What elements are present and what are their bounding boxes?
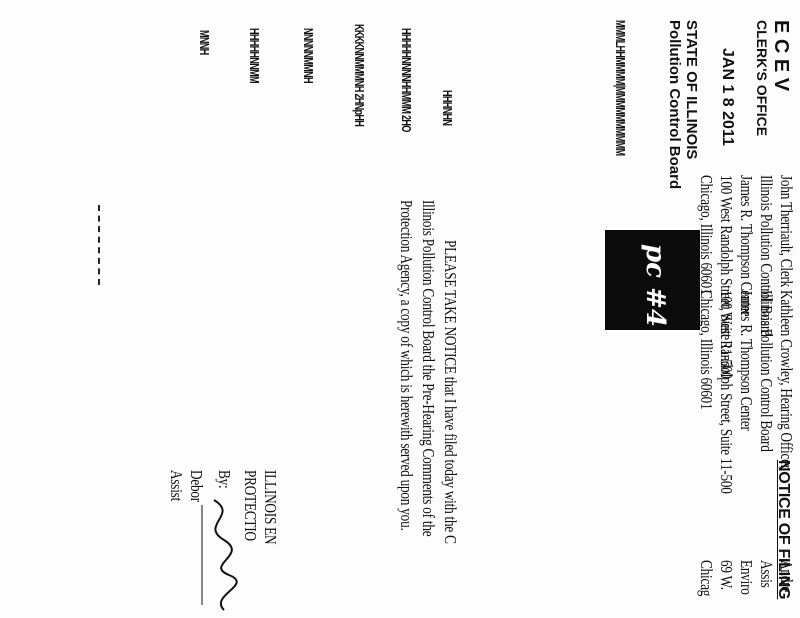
stamp-office: CLERK'S OFFICE xyxy=(754,20,770,137)
addressee-line: Illinois Pollution Control Board xyxy=(757,290,776,452)
addressee-line: John Therriault, Clerk xyxy=(777,175,796,288)
signature-scribble xyxy=(201,499,238,611)
right-column-line: Enviro xyxy=(737,560,756,595)
notice-line: PLEASE TAKE NOTICE that I have filed tod… xyxy=(441,240,460,544)
stamp-state: STATE OF ILLINOIS xyxy=(683,20,700,160)
handwritten-note: pc #4 xyxy=(640,244,670,327)
right-column-line: Chicag xyxy=(697,560,716,597)
smudged-column: HHHHHNNNNHHMMM 2HO xyxy=(399,28,414,132)
signature-line: ILLINOIS EN xyxy=(261,470,280,545)
dashed-rule xyxy=(98,205,100,285)
smudged-column: HHHHHNNMM xyxy=(247,28,262,83)
addressee-line: 100 West Randolph Street, Suite 11-500 xyxy=(717,290,736,494)
stamp-board: Pollution Control Board xyxy=(666,20,683,190)
received-stamp: E C E V xyxy=(769,20,792,91)
addressee-line: Chicago, Illinois 60601 xyxy=(697,290,716,410)
stamp-date: JAN 1 8 2011 xyxy=(719,48,736,146)
signature-line: Debor xyxy=(187,470,206,502)
smudged-column: MNNH xyxy=(197,30,212,55)
right-column-line: 69 W. xyxy=(717,560,736,590)
addressee-line: Chicago, Illinois 60601 xyxy=(697,175,716,295)
addressee-line: Kathleen Crowley, Hearing Officer xyxy=(777,290,796,469)
signature-line: By: xyxy=(215,470,234,489)
smudged-column: KKKKNNMMMNH 2HNpHH xyxy=(352,24,367,127)
notice-line: Protection Agency, a copy of which is he… xyxy=(397,200,416,531)
right-column-line: Andre xyxy=(777,560,796,592)
smudged-column: MMMLHHMMMM|MMMMMMMMMM xyxy=(613,20,628,156)
smudged-column: HHHNHN xyxy=(440,90,455,126)
stamp-received-text: E C E V xyxy=(770,20,792,92)
right-column-line: Assis xyxy=(757,560,776,588)
addressee-line: James R. Thompson Center xyxy=(737,290,756,431)
notice-line: Illinois Pollution Control Board the Pre… xyxy=(419,200,438,537)
signature-line: Assist xyxy=(167,470,186,502)
smudged-column: NNNNNMMNH xyxy=(301,28,316,83)
